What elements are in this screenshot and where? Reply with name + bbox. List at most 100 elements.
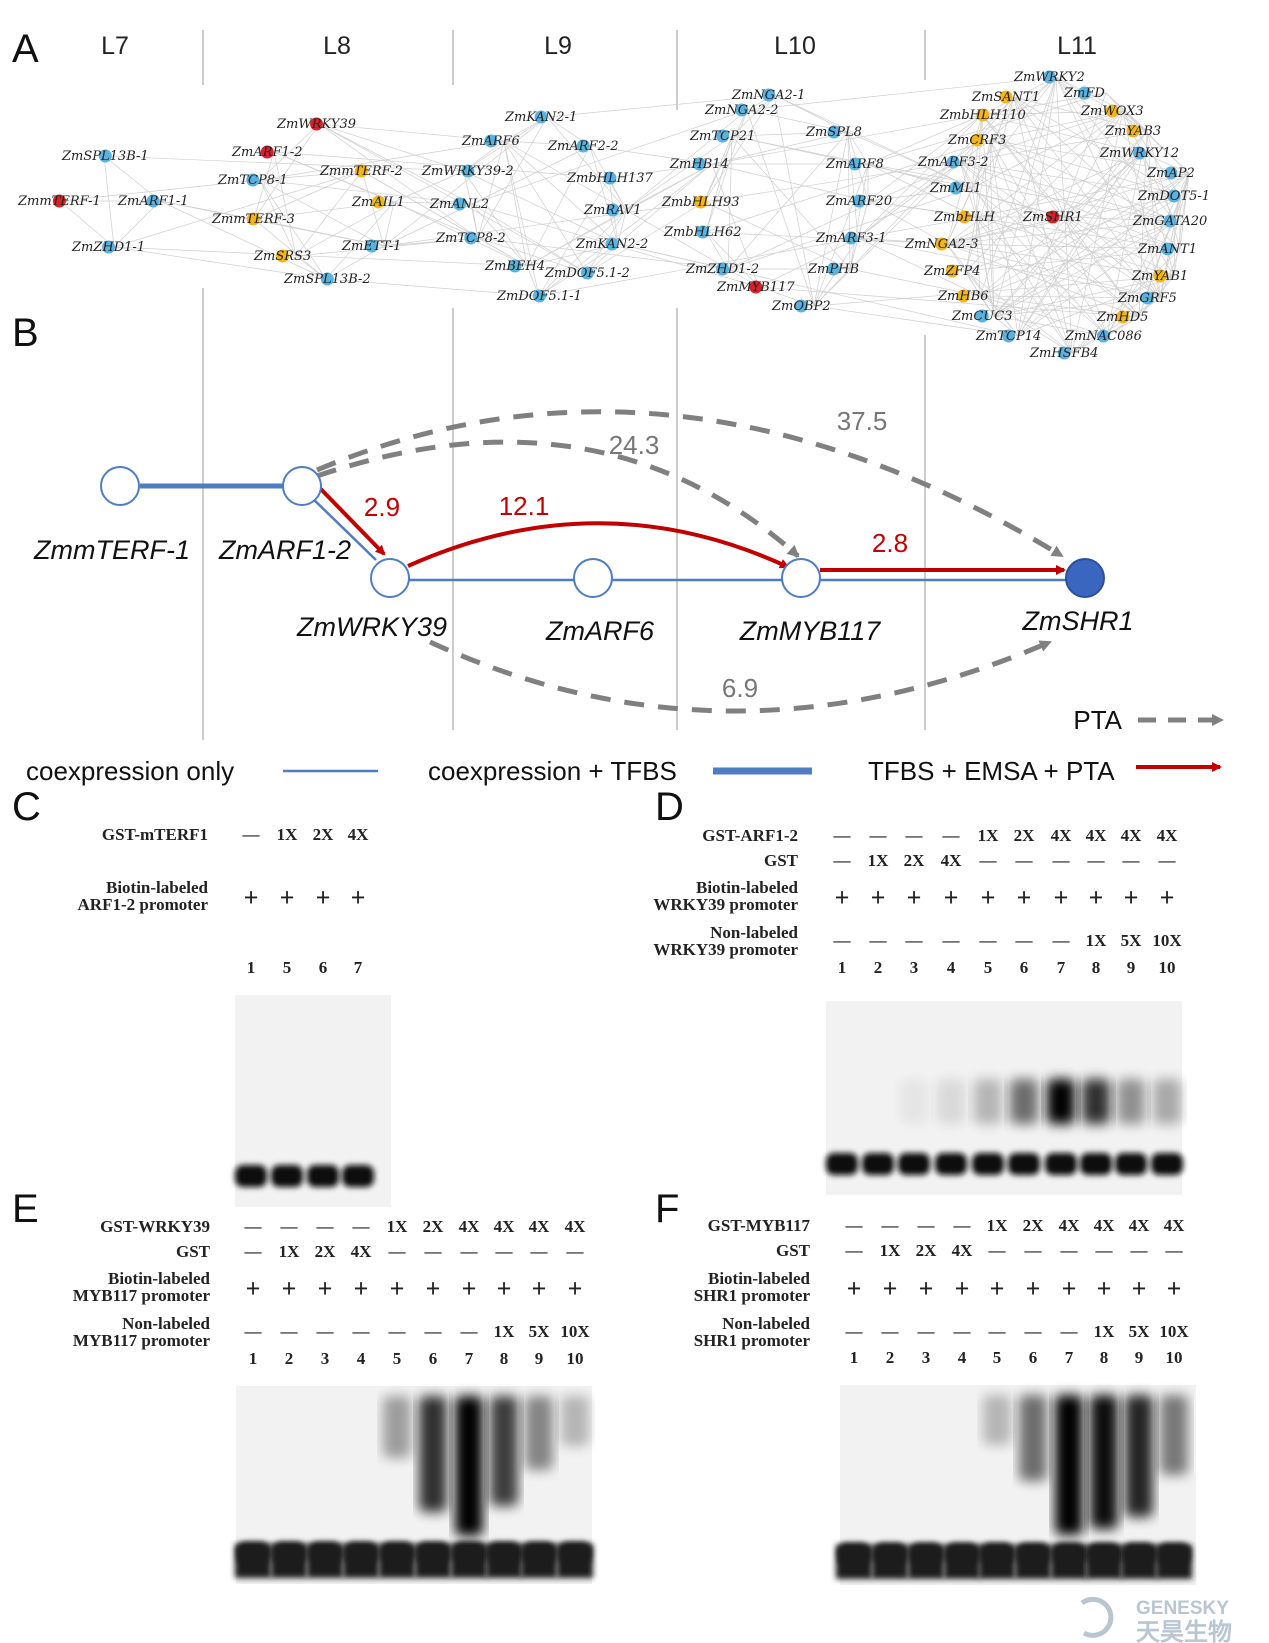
free-probe-band [1008,1153,1040,1175]
gene-label: ZmSANT1 [971,90,1040,105]
pta-arrow-arf1-2-myb117 [316,439,800,558]
gel-lane-value: + [871,883,886,912]
network-edge [253,123,320,220]
network-edge [1141,152,1190,174]
gel-lane-number: 10 [1159,958,1176,977]
network-node-dot [848,157,862,171]
network-node-dot [946,155,960,169]
network-node-dot [52,194,66,208]
network-edge [1013,96,1066,218]
gene-label: ZmTCP8-1 [217,173,288,188]
network-edge [295,237,479,257]
network-edge [383,237,479,247]
stage-dividers [202,30,926,740]
network-node-zmwrky12: ZmWRKY12 [1099,146,1179,161]
gel-lane-value: + [883,1274,898,1303]
pathway-node-zmarf6 [573,558,613,598]
network-node-zmail1: ZmAIL1 [351,195,405,210]
network-node-zmwrky39-2: ZmWRKY39-2 [421,164,514,179]
network-node-dot [970,133,984,147]
network-edge [617,243,1019,337]
network-edge [727,131,849,270]
gene-label: ZmmTERF-3 [211,212,295,227]
free-probe-smear [557,1544,593,1578]
legend-tfbs-emsa-pta-label: TFBS + EMSA + PTA [868,756,1115,786]
network-edge [867,114,983,202]
gel-lane-value: 2X [423,1217,445,1236]
stage-label-l9: L9 [544,32,572,60]
gel-lane-value: 10X [1152,931,1182,950]
network-node-zmshr1: ZmSHR1 [1022,210,1083,225]
stage-label-l10: L10 [774,32,816,60]
network-edge [993,220,1176,317]
network-edge [971,76,1057,189]
network-node-dot [605,237,619,251]
pathway-node-zmmyb117 [781,558,821,598]
gel-lane-value: — [352,1322,371,1341]
gene-label: ZmOBP2 [771,299,831,314]
network-edge [295,170,363,257]
gene-label: ZmKAN2-2 [575,237,648,252]
network-edge [867,200,1181,250]
network-edge [1017,275,1175,337]
gel-row-label: SHR1 promoter [694,1286,811,1305]
network-edge [971,114,983,189]
network-edge [746,76,1057,111]
gene-label: ZmAP2 [1146,166,1195,181]
network-edge [849,163,869,270]
network-edge [361,170,385,247]
network-edge [705,135,733,233]
gel-lane-value: + [246,1274,261,1303]
free-probe-smear [307,1544,343,1578]
network-edge [1017,220,1176,337]
gel-lane-number: 3 [321,1349,330,1368]
gel-lane-number: 10 [567,1349,584,1368]
gel-lane-value: — [1024,1241,1043,1260]
value-arf1-2-myb117: 24.3 [609,430,660,460]
network-edge [975,172,1190,218]
gene-label: ZmHB6 [937,289,989,304]
gel-lane-number: 7 [1065,1348,1074,1367]
network-edge [975,216,1108,337]
gel-lane-value: 5X [1121,931,1143,950]
network-node-dot [976,108,990,122]
network-edge [847,131,859,239]
network-edge [993,152,1143,317]
gel-lane-value: — [1060,1322,1079,1341]
pathway-label-zmshr1: ZmSHR1 [1021,606,1133,636]
gel-lane-value: — [905,826,924,845]
network-node-zmap2: ZmAP2 [1146,166,1195,181]
network-edge [946,243,995,317]
network-node-zmmterf-2: ZmmTERF-2 [319,164,403,179]
gel-lane-value: — [942,826,961,845]
network-node-dot [694,195,708,209]
gel-lane-number: 7 [465,1349,474,1368]
gel-row-label: GST [764,851,799,870]
network-edge [259,140,505,181]
network-node-zmsant1: ZmSANT1 [971,90,1040,105]
gel-lane-value: 1X [978,826,1000,845]
network-edge [981,76,1057,116]
stage-label-l11: L11 [1057,32,1097,60]
network-node-dot [1057,346,1071,360]
network-edge [259,179,385,247]
network-node-zmsrs3: ZmSRS3 [253,249,311,264]
free-probe-band [826,1153,858,1175]
free-probe-smear [908,1545,944,1579]
network-node-dot [453,197,467,211]
network-node-dot [749,280,763,294]
network-node-dot [260,145,274,159]
gel-lane-value: — [869,826,888,845]
gel-lane-value: — [244,1322,263,1341]
value-arf1-2-wrky39: 2.9 [364,492,400,522]
gel-lane-value: 4X [952,1241,974,1260]
network-edge [1064,216,1073,354]
watermark-logo-icon [1080,1596,1114,1638]
gel-row-label: GST-WRKY39 [100,1217,210,1236]
network-node-dot [484,134,498,148]
gel-row-label: Biotin-labeled [106,878,209,897]
network-edge [318,123,465,172]
gene-label: ZmHD5 [1096,310,1148,325]
gene-label: ZmTCP14 [975,329,1041,344]
